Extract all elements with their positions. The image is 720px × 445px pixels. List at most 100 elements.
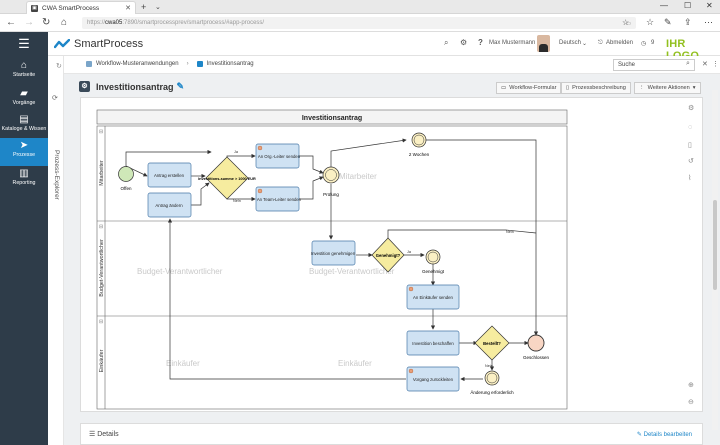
logout-link[interactable]: Abmelden	[606, 40, 634, 46]
breadcrumb: Workflow-Musteranwendungen › Investition…	[86, 61, 254, 67]
menu-hamburger-icon[interactable]: ☰	[0, 32, 48, 56]
task-edit-label: Antrag ändern	[155, 203, 183, 208]
book-icon: ▤	[19, 114, 29, 125]
main-sidebar: ⌂ Startseite ▰ Vorgänge ▤ Kataloge & Wis…	[0, 56, 48, 445]
new-tab-button[interactable]: +	[141, 2, 147, 12]
lane-watermark: Mitarbeiter	[339, 172, 377, 181]
smartprocess-logo-icon	[54, 39, 70, 49]
page-title-text: Investitionsantrag	[96, 81, 174, 92]
clear-search-icon[interactable]: ✕	[702, 61, 708, 68]
pen-notes-icon[interactable]: ✎	[664, 17, 672, 27]
process-explorer-strip[interactable]: ⟳ Prozess-Explorer	[48, 56, 64, 445]
gateway-sum	[205, 156, 249, 200]
task-buy-label: Investition beschaffen	[412, 341, 454, 346]
user-name[interactable]: Max Mustermann	[489, 40, 536, 46]
more-menu-icon[interactable]: ⋯	[704, 17, 713, 27]
breadcrumb-separator-icon: ›	[186, 61, 189, 67]
lane-watermark: Einkäufer	[338, 359, 372, 368]
bpmn-diagram[interactable]: Investitionsantrag Mitarbeiter Budget-Ve…	[81, 98, 704, 413]
tab-list-chevron-icon[interactable]: ⌄	[155, 4, 161, 11]
more-actions-button[interactable]: ⋮Weitere Aktionen▾	[634, 82, 701, 94]
process-explorer-label[interactable]: Prozess-Explorer	[53, 150, 60, 200]
tab-close-icon[interactable]: ✕	[125, 5, 131, 12]
app-name: SmartProcess	[74, 38, 144, 50]
window-close-button[interactable]: ✕	[706, 1, 713, 10]
details-label: Details	[97, 431, 119, 438]
forward-arrow-icon[interactable]: →	[24, 17, 34, 28]
sidebar-item-startseite[interactable]: ⌂ Startseite	[0, 58, 48, 86]
favorite-star-icon[interactable]: ☆	[622, 18, 630, 27]
edit-title-pencil-icon[interactable]: ✎	[176, 81, 185, 91]
share-icon[interactable]: ⇪	[684, 17, 692, 27]
task-send-team	[255, 186, 300, 212]
scrollbar-thumb[interactable]	[713, 200, 717, 290]
page-scrollbar[interactable]	[712, 90, 718, 430]
breadcrumb-item-1[interactable]: Workflow-Musteranwendungen	[96, 61, 179, 67]
comment-icon[interactable]: ◌	[688, 124, 693, 131]
pool-title: Investitionsantrag	[302, 115, 362, 122]
notification-count[interactable]: 9	[651, 40, 655, 46]
logout-icon[interactable]: ⎋	[598, 40, 603, 46]
sidebar-item-label: Kataloge & Wissen	[1, 126, 47, 132]
reload-icon[interactable]: ↻	[42, 17, 51, 28]
gateway-approved-label: Genehmigt?	[376, 253, 401, 258]
gateway-ordered-label: Bestellt?	[483, 341, 501, 346]
sidebar-item-label: Startseite	[12, 72, 36, 78]
breadcrumb-item-2[interactable]: Investitionsantrag	[206, 61, 254, 67]
svg-text:⊟: ⊟	[99, 319, 103, 325]
sidebar-item-reporting[interactable]: ▥ Reporting	[0, 166, 48, 194]
process-description-label: Prozessbeschreibung	[572, 85, 626, 91]
refresh-icon[interactable]: ↻	[56, 63, 62, 70]
zoom-out-icon[interactable]: ⊖	[688, 399, 694, 406]
header-search-icon[interactable]: ⌕	[444, 38, 449, 47]
history-icon[interactable]: ↺	[688, 158, 694, 165]
document-side-icon[interactable]: ▯	[688, 142, 692, 149]
task-create-label: Antrag erstellen	[154, 173, 185, 178]
toolbar-more-icon[interactable]: ⋮	[712, 61, 719, 68]
workflow-form-button[interactable]: ▭Workflow-Formular	[496, 82, 562, 94]
start-event	[118, 166, 134, 182]
notification-clock-icon[interactable]: ◷	[641, 41, 647, 47]
explorer-toggle-icon[interactable]: ⟳	[52, 95, 58, 102]
diagram-settings-icon[interactable]: ⚙	[688, 105, 695, 112]
url-path: :7890/smartprocessprev/smartprocess/#app…	[122, 20, 265, 26]
favorites-list-icon[interactable]: ☆	[646, 17, 655, 27]
flow-label-no: Nein	[485, 364, 493, 368]
url-field[interactable]: https:// cwa05 :7890/smartprocessprev/sm…	[82, 17, 636, 29]
task-edit	[147, 192, 192, 218]
chart-icon: ▥	[19, 168, 29, 179]
lane-watermark: Einkäufer	[166, 359, 200, 368]
flow-label-yes: Ja	[407, 250, 412, 254]
breadcrumb-process-icon	[196, 61, 203, 67]
sidebar-item-label: Vorgänge	[12, 100, 36, 106]
kebab-icon: ⋮	[639, 85, 645, 91]
help-question-icon[interactable]: ?	[478, 38, 483, 47]
back-arrow-icon[interactable]: ←	[6, 17, 16, 28]
avatar[interactable]	[537, 35, 550, 52]
settings-gear-icon[interactable]: ⚙	[460, 38, 468, 47]
language-select[interactable]: Deutsch	[559, 40, 582, 46]
sidebar-item-kataloge[interactable]: ▤ Kataloge & Wissen	[0, 112, 48, 140]
browser-tab[interactable]: ▣ CWA SmartProcess ✕	[26, 1, 136, 14]
document-icon: ▯	[566, 85, 570, 91]
sidebar-item-prozesse[interactable]: ➤ Prozesse	[0, 138, 48, 166]
details-heading[interactable]: ☰ Details	[89, 431, 119, 438]
intermediate-event-label: Prüfung	[323, 192, 339, 197]
zoom-in-icon[interactable]: ⊕	[688, 382, 694, 389]
edit-details-link[interactable]: ✎ Details bearbeiten	[636, 432, 692, 438]
sidebar-item-vorgaenge[interactable]: ▰ Vorgänge	[0, 86, 48, 114]
search-icon[interactable]: ⌕	[686, 60, 690, 67]
approved-event-label: Genehmigt	[422, 269, 445, 274]
minimize-button[interactable]: —	[660, 1, 668, 10]
search-input[interactable]: Suche	[613, 59, 695, 71]
task-send-org-label: An Org.-Leiter senden	[258, 154, 301, 159]
language-chevron-icon[interactable]: ⌄	[582, 41, 588, 47]
task-return	[406, 366, 460, 392]
maximize-button[interactable]: ☐	[684, 1, 692, 10]
process-description-button[interactable]: ▯Prozessbeschreibung	[561, 82, 631, 94]
tab-favicon-icon: ▣	[31, 4, 38, 12]
end-event-label: Geschlossen	[523, 355, 550, 360]
analytics-icon[interactable]: ⌇	[688, 175, 692, 182]
reader-icon[interactable]: ▭	[625, 20, 631, 27]
home-browser-icon[interactable]: ⌂	[61, 17, 68, 28]
